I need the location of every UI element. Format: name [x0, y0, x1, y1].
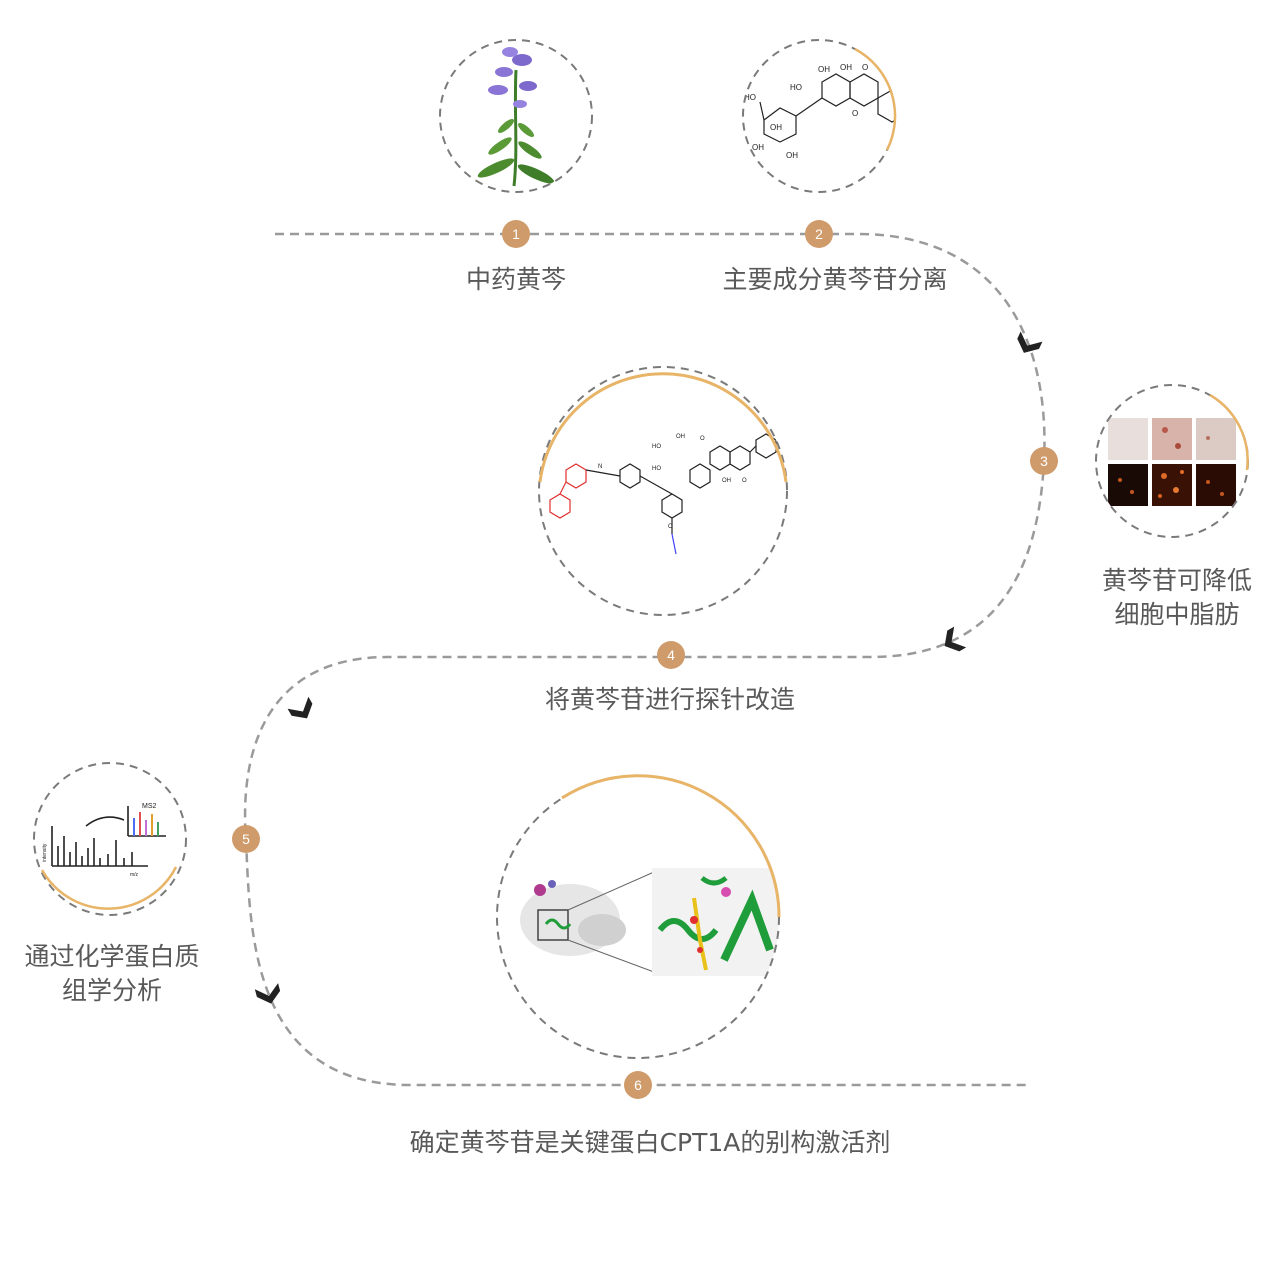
workflow-path	[243, 232, 1046, 1087]
chem-label-ho: HO	[652, 444, 661, 450]
step-5-badge: 5	[232, 825, 260, 853]
step-4-badge: 4	[657, 641, 685, 669]
chem-label-ho: HO	[790, 83, 802, 92]
protein-structure	[520, 868, 779, 976]
step-6-label: 确定黄芩苷是关键蛋白CPT1A的别构激活剂	[409, 1128, 891, 1157]
intensity-axis-label: intensity	[42, 843, 48, 862]
step-5-label-line-1: 通过化学蛋白质	[24, 942, 200, 971]
step-1-image	[439, 39, 593, 193]
chem-label-ho: HO	[744, 93, 756, 102]
step-1-badge: 1	[502, 220, 530, 248]
chem-label-oh: OH	[770, 123, 782, 132]
step-6-badge: 6	[624, 1071, 652, 1099]
baicalin-structure	[759, 73, 895, 143]
chem-label-n: N	[598, 464, 602, 470]
step-6-image	[496, 774, 781, 1059]
step-3-label: 黄芩苷可降低 细胞中脂肪	[1087, 564, 1267, 632]
step-5-image: MS2 intensity m/z	[33, 762, 187, 916]
chem-label-oh: OH	[752, 143, 764, 152]
mz-axis-label: m/z	[130, 872, 139, 878]
step-1-label: 中药黄芩	[465, 265, 566, 294]
chem-label-o: O	[852, 109, 858, 118]
step-3-image	[1095, 384, 1249, 538]
step-3-label-line-1: 黄芩苷可降低	[1101, 566, 1252, 595]
svg-text:5: 5	[242, 831, 250, 847]
step-5-label-line-2: 组学分析	[61, 976, 162, 1005]
chem-label-o: O	[668, 524, 673, 530]
chevron-down-icon	[1017, 331, 1043, 353]
chem-label-oh: OH	[840, 63, 852, 72]
chem-label-o: O	[862, 63, 868, 72]
step-3-label-line-2: 细胞中脂肪	[1114, 600, 1240, 629]
chem-label-oh: OH	[786, 151, 798, 160]
svg-text:2: 2	[815, 226, 823, 242]
step-2-badge: 2	[805, 220, 833, 248]
cell-staining-grid	[1108, 418, 1236, 506]
chevron-down-icon	[287, 696, 313, 719]
chem-label-oh: OH	[676, 434, 685, 440]
chem-label-o: O	[700, 436, 705, 442]
chevron-left-icon	[944, 626, 967, 652]
ms2-label: MS2	[142, 803, 157, 810]
svg-text:6: 6	[634, 1077, 642, 1093]
chem-label-oh: OH	[722, 478, 731, 484]
plant-illustration	[477, 47, 555, 187]
chem-label-o: O	[742, 478, 747, 484]
step-2-image: OH OH O HO HO OH OH OH O	[742, 39, 897, 193]
step-4-image: N HO OH O HO OH O O	[538, 366, 788, 616]
ms-spectrum	[51, 806, 166, 867]
svg-text:4: 4	[667, 647, 675, 663]
step-3-badge: 3	[1030, 447, 1058, 475]
step-4-label: 将黄芩苷进行探针改造	[544, 685, 795, 714]
svg-text:1: 1	[512, 226, 520, 242]
svg-text:3: 3	[1040, 453, 1048, 469]
step-5-label: 通过化学蛋白质 组学分析	[10, 940, 214, 1008]
chevron-down-icon	[254, 983, 281, 1004]
probe-structure	[549, 433, 777, 555]
step-2-label: 主要成分黄芩苷分离	[722, 265, 948, 294]
chem-label-oh: OH	[818, 65, 830, 74]
chem-label-ho: HO	[652, 466, 661, 472]
